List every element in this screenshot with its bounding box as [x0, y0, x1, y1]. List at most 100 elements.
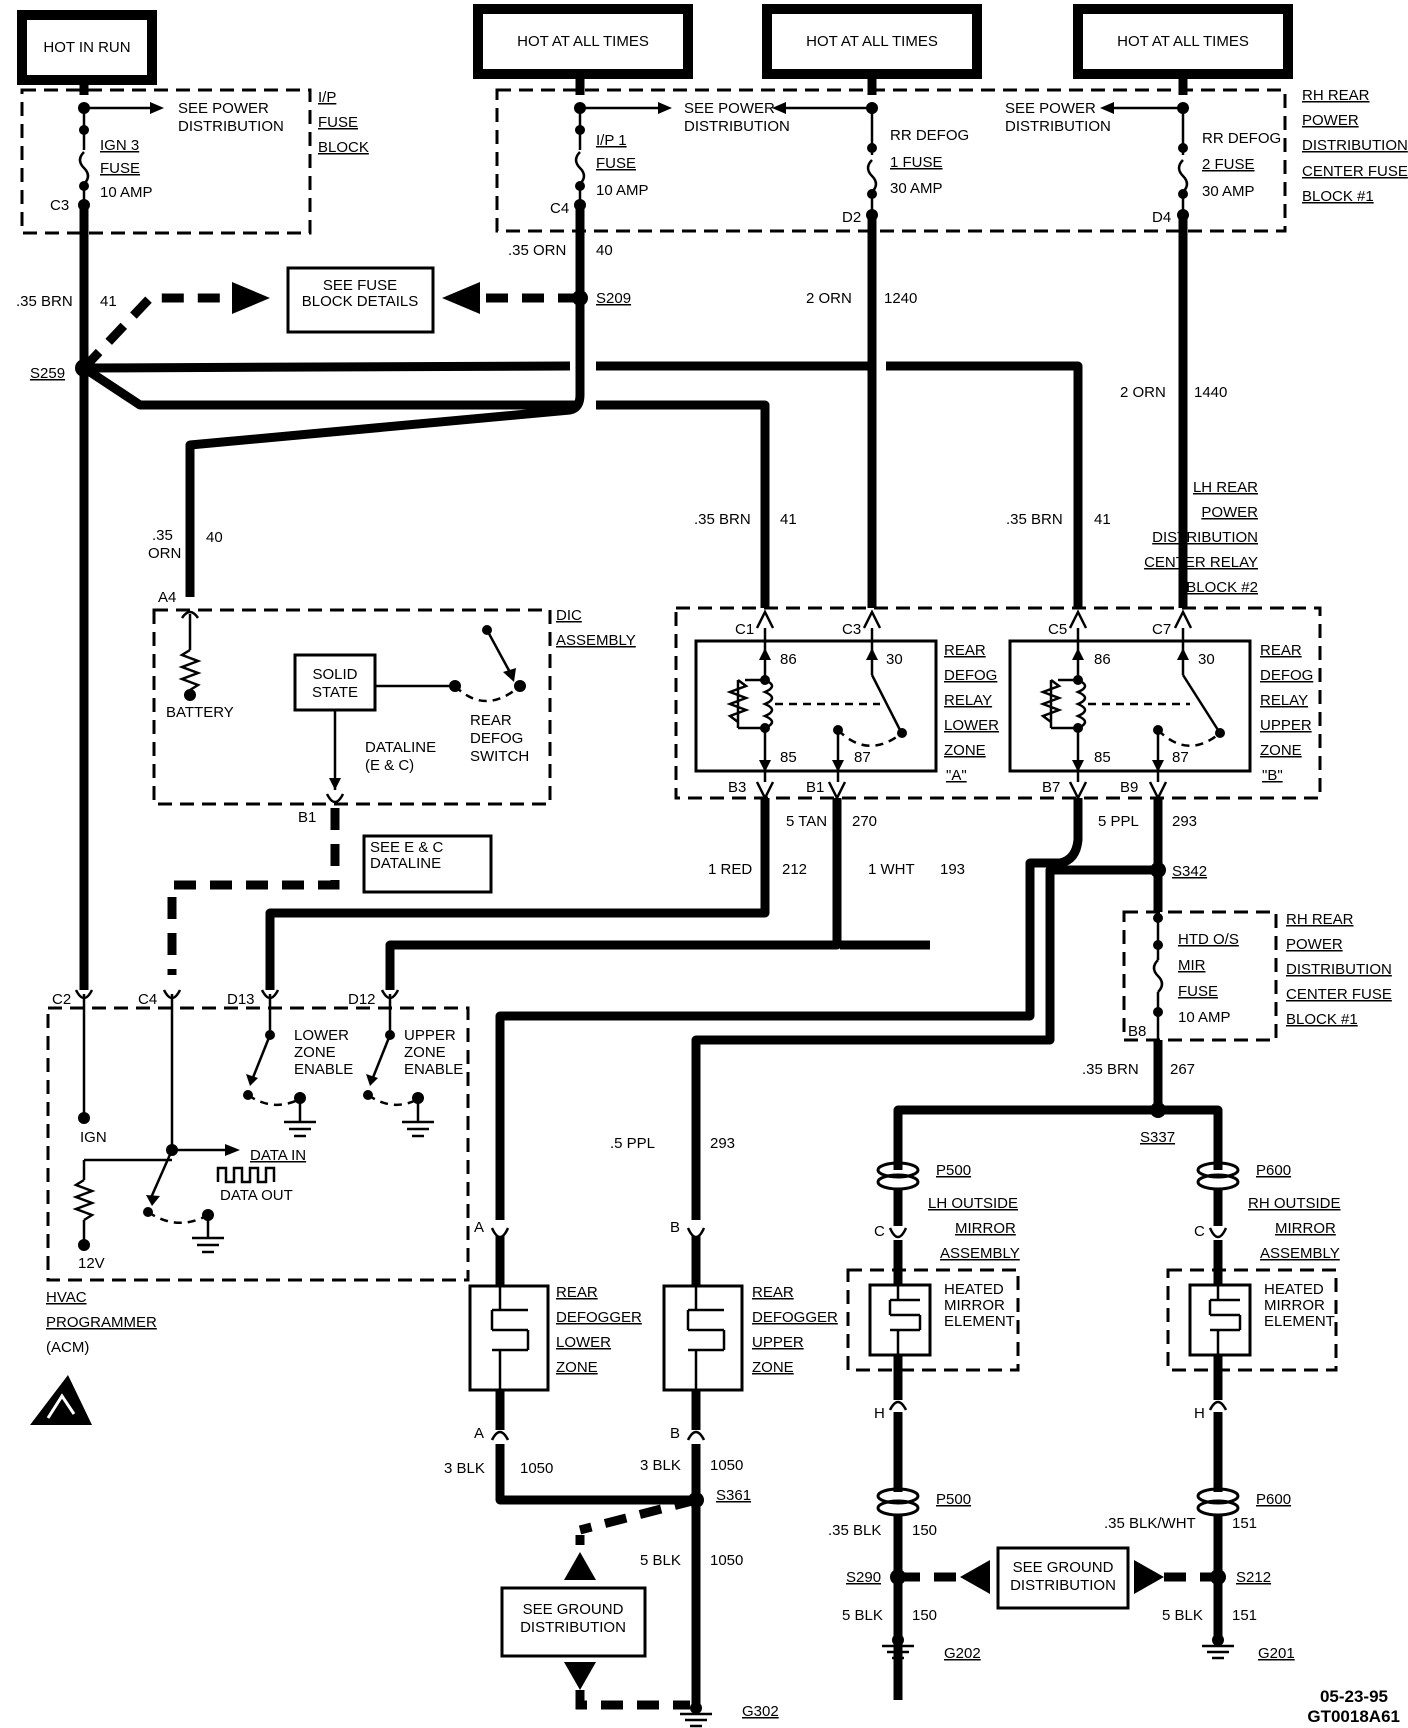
- svg-text:FUSE: FUSE: [100, 160, 140, 177]
- svg-text:41: 41: [780, 511, 797, 528]
- svg-text:UPPER: UPPER: [752, 1334, 804, 1351]
- svg-text:85: 85: [780, 749, 797, 766]
- header-hot-at-all-times-2: HOT AT ALL TIMES: [762, 4, 982, 79]
- svg-text:SEE E & C: SEE E & C: [370, 839, 444, 856]
- svg-text:41: 41: [100, 293, 117, 310]
- svg-text:BLOCK #1: BLOCK #1: [1302, 188, 1374, 205]
- svg-text:.35 ORN: .35 ORN: [508, 242, 566, 259]
- svg-text:3 BLK: 3 BLK: [444, 1460, 485, 1477]
- svg-text:293: 293: [1172, 813, 1197, 830]
- header-hot-in-run-label: HOT IN RUN: [43, 39, 130, 56]
- svg-text:ZONE: ZONE: [556, 1359, 598, 1376]
- svg-text:30: 30: [1198, 651, 1215, 668]
- dic-assembly: DIC ASSEMBLY A4 BATTERY SOLID STATE REAR…: [152, 589, 636, 826]
- svg-text:41: 41: [1094, 511, 1111, 528]
- svg-text:LOWER: LOWER: [294, 1027, 349, 1044]
- svg-text:D2: D2: [842, 209, 861, 226]
- svg-text:A: A: [474, 1219, 484, 1236]
- hvac-programmer: C2 C4 D13 D12 IGN DATA IN DATA OUT 12V: [46, 975, 470, 1356]
- svg-text:MIRROR: MIRROR: [944, 1297, 1005, 1314]
- svg-text:DEFOGGER: DEFOGGER: [752, 1309, 838, 1326]
- ip-fuse-block: SEE POWER DISTRIBUTION IGN 3 FUSE 10 AMP…: [20, 88, 369, 235]
- svg-text:ELEMENT: ELEMENT: [944, 1313, 1015, 1330]
- header-hot-at-all-times-3: HOT AT ALL TIMES: [1073, 4, 1293, 79]
- svg-text:"B": "B": [1262, 767, 1283, 784]
- svg-text:RELAY: RELAY: [944, 692, 992, 709]
- svg-text:1050: 1050: [710, 1552, 743, 1569]
- svg-text:SWITCH: SWITCH: [470, 748, 529, 765]
- svg-text:IGN: IGN: [80, 1129, 107, 1146]
- svg-text:POWER: POWER: [1201, 504, 1258, 521]
- svg-text:5 TAN: 5 TAN: [786, 813, 827, 830]
- svg-text:1 RED: 1 RED: [708, 861, 752, 878]
- svg-text:P500: P500: [936, 1162, 971, 1179]
- svg-text:BATTERY: BATTERY: [166, 704, 234, 721]
- svg-text:UPPER: UPPER: [404, 1027, 456, 1044]
- svg-text:ELEMENT: ELEMENT: [1264, 1313, 1335, 1330]
- svg-text:DEFOG: DEFOG: [944, 667, 997, 684]
- svg-text:267: 267: [1170, 1061, 1195, 1078]
- svg-text:REAR: REAR: [556, 1284, 598, 1301]
- svg-text:.35 BRN: .35 BRN: [1082, 1061, 1139, 1078]
- see-ground-distribution-1: SEE GROUND DISTRIBUTION: [500, 1586, 647, 1658]
- svg-text:86: 86: [780, 651, 797, 668]
- svg-text:D4: D4: [1152, 209, 1171, 226]
- svg-text:87: 87: [1172, 749, 1189, 766]
- svg-text:G302: G302: [742, 1703, 779, 1720]
- svg-text:PROGRAMMER: PROGRAMMER: [46, 1314, 157, 1331]
- svg-text:REAR: REAR: [944, 642, 986, 659]
- svg-text:HEATED: HEATED: [1264, 1281, 1324, 1298]
- svg-text:ENABLE: ENABLE: [294, 1061, 353, 1078]
- svg-text:193: 193: [940, 861, 965, 878]
- svg-text:30 AMP: 30 AMP: [1202, 183, 1255, 200]
- svg-text:G201: G201: [1258, 1645, 1295, 1662]
- svg-text:5 BLK: 5 BLK: [640, 1552, 681, 1569]
- svg-text:293: 293: [710, 1135, 735, 1152]
- svg-text:A4: A4: [158, 589, 176, 606]
- svg-text:ZONE: ZONE: [1260, 742, 1302, 759]
- svg-text:SEE POWER: SEE POWER: [684, 100, 775, 117]
- svg-text:D13: D13: [227, 991, 255, 1008]
- svg-text:I/P: I/P: [318, 89, 336, 106]
- svg-text:.35 BLK/WHT: .35 BLK/WHT: [1104, 1515, 1196, 1532]
- svg-text:SEE GROUND: SEE GROUND: [1013, 1559, 1114, 1576]
- svg-text:87: 87: [854, 749, 871, 766]
- svg-text:S212: S212: [1236, 1569, 1271, 1586]
- svg-text:S337: S337: [1140, 1129, 1175, 1146]
- svg-text:HVAC: HVAC: [46, 1289, 87, 1306]
- svg-text:.35 BLK: .35 BLK: [828, 1522, 881, 1539]
- svg-text:S342: S342: [1172, 863, 1207, 880]
- svg-text:B1: B1: [298, 809, 316, 826]
- svg-text:SEE GROUND: SEE GROUND: [523, 1601, 624, 1618]
- svg-text:C4: C4: [138, 991, 157, 1008]
- svg-text:B3: B3: [728, 779, 746, 796]
- svg-text:POWER: POWER: [1286, 936, 1343, 953]
- svg-text:.5 PPL: .5 PPL: [610, 1135, 655, 1152]
- svg-text:I/P 1: I/P 1: [596, 132, 627, 149]
- svg-text:DISTRIBUTION: DISTRIBUTION: [1010, 1577, 1116, 1594]
- svg-text:DEFOGGER: DEFOGGER: [556, 1309, 642, 1326]
- svg-text:C4: C4: [550, 200, 569, 217]
- svg-text:RELAY: RELAY: [1260, 692, 1308, 709]
- svg-text:B1: B1: [806, 779, 824, 796]
- svg-text:ZONE: ZONE: [404, 1044, 446, 1061]
- svg-text:RH REAR: RH REAR: [1302, 87, 1370, 104]
- lh-outside-mirror: C P500 LH OUTSIDE MIRROR ASSEMBLY HEATED…: [828, 1161, 1020, 1700]
- svg-text:12V: 12V: [78, 1255, 105, 1272]
- ground-g302: G302: [680, 1702, 779, 1728]
- svg-text:BLOCK #2: BLOCK #2: [1186, 579, 1258, 596]
- svg-text:ORN: ORN: [148, 545, 181, 562]
- svg-text:DATA OUT: DATA OUT: [220, 1187, 293, 1204]
- svg-text:212: 212: [782, 861, 807, 878]
- svg-text:IGN 3: IGN 3: [100, 137, 139, 154]
- svg-text:DISTRIBUTION: DISTRIBUTION: [1152, 529, 1258, 546]
- svg-text:40: 40: [596, 242, 613, 259]
- svg-text:.35 BRN: .35 BRN: [16, 293, 73, 310]
- header-hot-at-all-times-label: HOT AT ALL TIMES: [1117, 33, 1249, 50]
- svg-text:DISTRIBUTION: DISTRIBUTION: [520, 1619, 626, 1636]
- htd-mir-fuse-block: HTD O/S MIR FUSE 10 AMP B8 RH REAR POWER…: [1122, 910, 1392, 1042]
- svg-text:STATE: STATE: [312, 684, 358, 701]
- svg-text:H: H: [874, 1405, 885, 1422]
- esd-warning-icon: [30, 1375, 92, 1425]
- svg-text:.35 BRN: .35 BRN: [1006, 511, 1063, 528]
